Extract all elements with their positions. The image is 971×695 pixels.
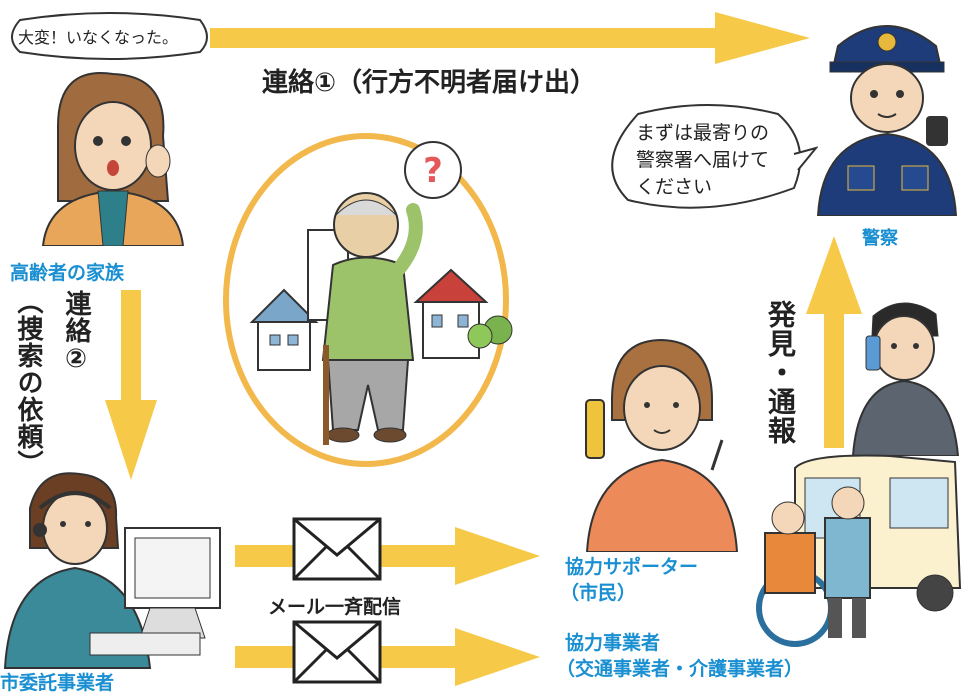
family-illustration — [41, 72, 185, 246]
family-speech-bubble — [11, 12, 208, 60]
business-label-line2: （交通事業者・介護事業者） — [556, 658, 804, 680]
police-label: 警察 — [862, 228, 898, 249]
discovery-report-label: 発見・通報 — [764, 300, 797, 445]
arrow-family-to-police — [210, 12, 810, 64]
family-label: 高齢者の家族 — [10, 262, 125, 284]
contact1-label: 連絡①（行方不明者届け出） — [262, 68, 597, 98]
police-speech-line: ください — [636, 176, 713, 198]
police-speech-text: まずは最寄りの 警察署へ届けて ください — [636, 120, 769, 201]
arrow-discovery-to-police — [806, 236, 862, 448]
envelope-icon — [292, 620, 382, 684]
supporter-label-line2: （市民） — [560, 582, 637, 604]
police-speech-bubble — [611, 104, 818, 209]
arrow-mail-to-business — [235, 628, 540, 686]
contact2-label: 連絡② — [61, 290, 91, 375]
arrow-family-to-operator — [105, 290, 157, 480]
police-speech-line: まずは最寄りの — [636, 122, 770, 144]
wandering-elder-illustration: ? — [223, 133, 513, 467]
business-label-line1: 協力事業者 — [565, 632, 661, 654]
supporter-illustration — [585, 338, 739, 552]
police-illustration — [816, 25, 958, 216]
operator-illustration — [3, 472, 221, 669]
supporter-label-line1: 協力サポーター — [565, 556, 699, 578]
care-van-illustration — [756, 454, 962, 647]
operator-label: 市委託事業者 — [0, 672, 115, 694]
mail-broadcast-label: メール一斉配信 — [268, 596, 402, 618]
envelope-icon — [292, 517, 382, 581]
family-speech-text: 大変！いなくなった。 — [18, 28, 179, 47]
man-with-phone-illustration — [851, 302, 960, 456]
arrow-mail-to-supporter — [235, 527, 540, 585]
svg-text:?: ? — [423, 151, 443, 191]
police-speech-line: 警察署へ届けて — [636, 149, 770, 171]
search-request-label: （捜索の依頼） — [13, 288, 43, 477]
